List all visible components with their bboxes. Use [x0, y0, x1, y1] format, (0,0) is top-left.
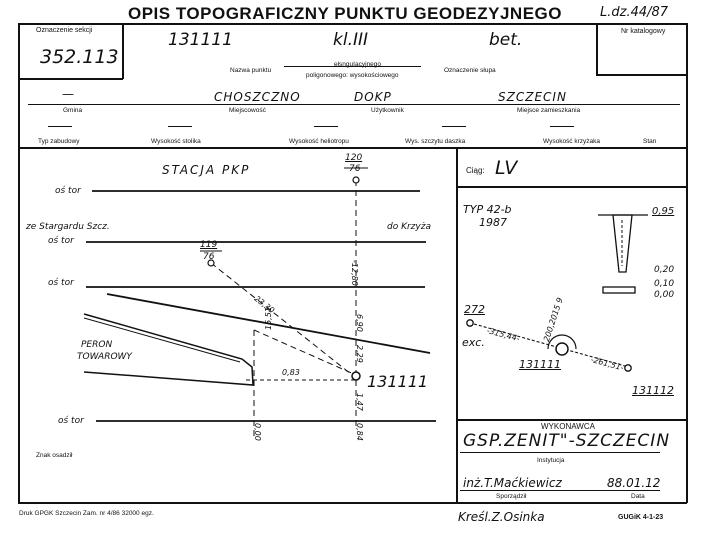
ciag-label: Ciąg:: [466, 166, 485, 175]
distance-0-84: 0,84: [355, 423, 364, 441]
point-name: 131111: [168, 30, 233, 50]
author-name: inż.T.Maćkiewicz: [463, 476, 562, 490]
attr-label-stan: Stan: [643, 138, 657, 145]
point-131111-right: 131111: [519, 358, 561, 371]
right-column-divider: [456, 147, 458, 503]
point-class: kl.III: [333, 30, 369, 50]
ciag-value: LV: [495, 157, 518, 179]
date-label: Data: [631, 493, 645, 500]
sketch-point-label: 131111: [367, 372, 429, 391]
attr-dash-4: [442, 126, 466, 127]
post-label: Oznaczenie słupa: [444, 67, 496, 74]
marker-height-1: 0,95: [652, 206, 675, 217]
catalog-label: Nr katalogowy: [621, 28, 666, 35]
section-divider: [122, 23, 124, 79]
distance-1-47: 1,47: [355, 393, 364, 411]
executor-top: [456, 419, 687, 421]
distance-12-80: -12,80: [350, 260, 359, 286]
distance-6-90: 6,90: [355, 314, 364, 332]
attr-dash-3: [314, 126, 338, 127]
point-type-top: ełsnguIacyjnego: [334, 61, 381, 68]
point-name-label: Nazwa punktu: [230, 67, 272, 74]
point-131112: 131112: [632, 384, 674, 397]
point-120-sheet: 76: [349, 164, 361, 174]
track-label-2: oś tor: [48, 236, 74, 246]
attr-label-stolik: Wysokość stolika: [151, 138, 201, 145]
to-krzyz-label: do Krzyża: [387, 222, 431, 232]
frame-bottom: [18, 502, 687, 504]
executor-value: GSP.ZENIT"-SZCZECIN: [463, 431, 671, 451]
station-label: STACJA PKP: [162, 163, 251, 177]
point-272: 272: [464, 303, 485, 316]
catalog-bottom: [596, 74, 687, 76]
attr-label-heliotrop: Wysokość heliotropu: [289, 138, 349, 145]
marker-height-3: 0,10: [654, 279, 675, 289]
attr-label-typ: Typ zabudowy: [38, 138, 80, 145]
form-reference: L.dz.44/87: [600, 5, 669, 20]
frame-right: [686, 23, 688, 503]
track-label-3: oś tor: [48, 278, 74, 288]
gmina-label: Gmina: [63, 107, 83, 114]
point-120-number: 120: [345, 153, 363, 163]
marker-year: 1987: [479, 216, 507, 229]
drafted-by: Kreśl.Z.Osinka: [458, 510, 545, 524]
form-title: OPIS TOPOGRAFICZNY PUNKTU GEODEZYJNEGO: [128, 4, 562, 23]
distance-2-29: 2,29: [355, 345, 364, 363]
ciag-bottom: [456, 186, 687, 188]
attr-bottom: [18, 147, 687, 149]
platform-label-2: TOWAROWY: [77, 352, 132, 362]
author-underline: [460, 490, 660, 491]
gmina-value: —: [62, 87, 74, 101]
track-label-4: oś tor: [58, 416, 84, 426]
author-label: Sporządził: [496, 493, 527, 500]
frame-left: [18, 23, 20, 503]
institution-label: Instytucja: [537, 457, 565, 464]
marker-height-2: 0,20: [654, 265, 675, 275]
attr-dash-2: [168, 126, 192, 127]
znak-label: Znak osadził: [36, 452, 73, 459]
point-underline: [284, 66, 421, 67]
distance-0-83: 0,83: [282, 368, 300, 377]
from-stargard-label: ze Stargardu Szcz.: [26, 222, 110, 232]
point-119-number: 119: [200, 240, 218, 250]
point-119-sheet: 76: [203, 252, 215, 262]
platform-label-1: PERON: [81, 340, 113, 350]
executor-label: WYKONAWCA: [541, 422, 595, 431]
town-value: CHOSZCZNO: [214, 90, 301, 104]
marker-height-4: 0,00: [654, 290, 675, 300]
residence-label: Miejsce zamieszkania: [517, 107, 581, 114]
section-label: Oznaczenie sekcji: [36, 27, 93, 34]
attr-label-daszek: Wys. szczytu daszka: [405, 138, 466, 145]
form-code: GUGiK 4-1-23: [618, 514, 664, 521]
attr-label-krzyzak: Wysokość krzyżaka: [543, 138, 601, 145]
town-label: Miejscowość: [229, 107, 266, 114]
section-bottom: [18, 78, 123, 80]
post-type: bet.: [489, 30, 523, 50]
executor-underline: [460, 452, 660, 453]
print-info: Druk GPGK Szczecin Zam. nr 4/86 32000 eg…: [19, 510, 154, 517]
point-type-bottom: poligonowego: wysokościowego: [306, 72, 399, 79]
date-value: 88.01.12: [607, 476, 661, 490]
user-label: Użytkownik: [371, 107, 404, 114]
attr-dash-1: [48, 126, 72, 127]
distance-15-51: 15,51: [264, 307, 273, 330]
residence-value: SZCZECIN: [498, 90, 567, 104]
marker-type: TYP 42-b: [463, 203, 512, 216]
frame-top: [18, 23, 687, 25]
location-underline: [28, 104, 680, 105]
section-value: 352.113: [40, 46, 119, 68]
user-value: DOKP: [354, 90, 392, 104]
exc-label: exc.: [462, 336, 485, 349]
attr-dash-5: [550, 126, 574, 127]
distance-0-00: 0,00: [253, 423, 262, 441]
catalog-divider: [596, 23, 598, 75]
track-label-1: oś tor: [55, 186, 81, 196]
